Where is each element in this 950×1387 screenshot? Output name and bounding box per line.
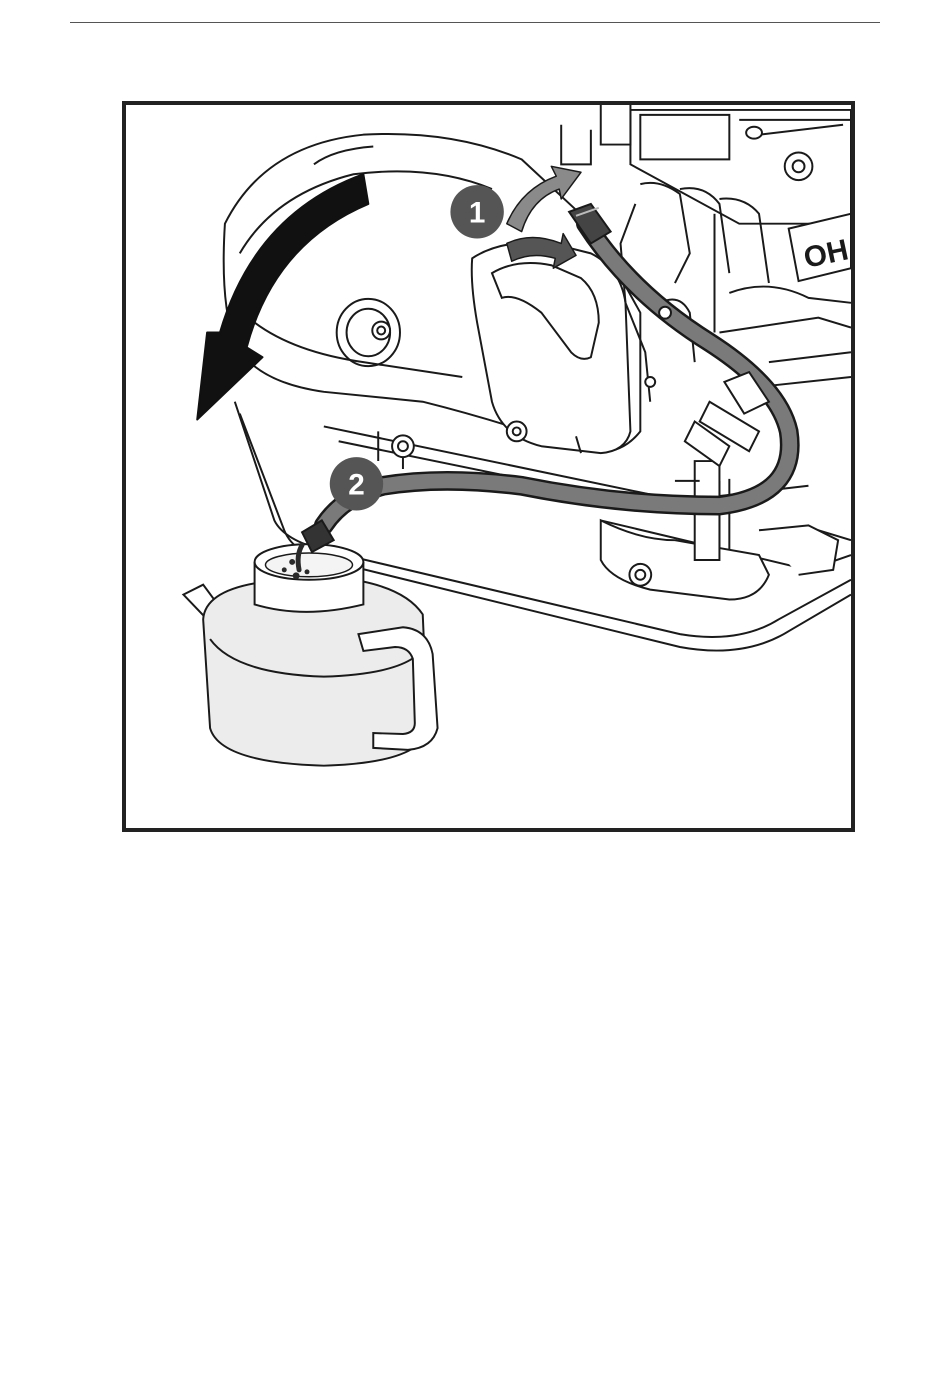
step-2-label: 2 (348, 469, 365, 502)
drain-illustration: OH (126, 105, 851, 828)
illustration-frame: OH (122, 101, 855, 832)
step-1-label: 1 (469, 197, 486, 230)
hose-clip (685, 372, 769, 466)
step-2-badge: 2 (330, 457, 383, 510)
header-rule (70, 22, 880, 23)
step-1-badge: 1 (450, 185, 503, 238)
engine-block (561, 105, 851, 224)
